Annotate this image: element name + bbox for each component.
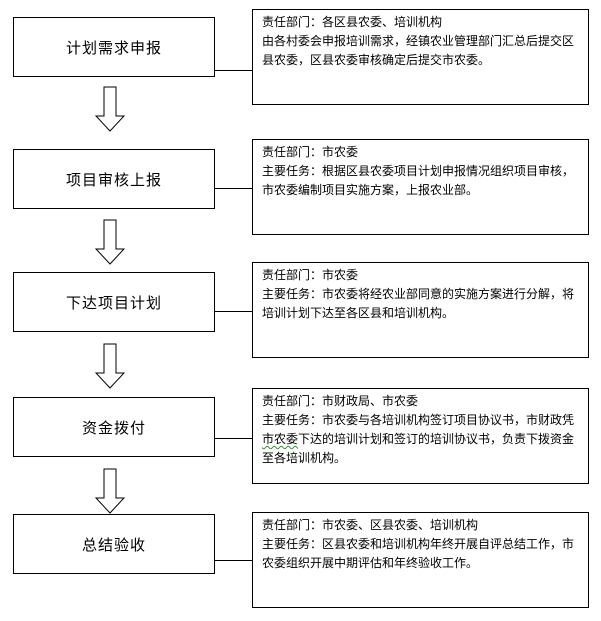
desc-box-summary-acceptance: 责任部门：市农委、区县农委、培训机构 主要任务：区县农委和培训机构年终开展自评总… xyxy=(252,512,589,608)
down-arrow-icon xyxy=(95,468,125,514)
step-box-plan-request: 计划需求申报 xyxy=(13,17,215,77)
step-title: 资金拨付 xyxy=(81,418,146,437)
step-box-issue-plan: 下达项目计划 xyxy=(13,272,215,332)
step-box-project-review: 项目审核上报 xyxy=(13,149,215,209)
connector-line xyxy=(215,188,252,189)
main-task-part: 主要任务：市农委与各培训机构签订项目协议书，市财政凭 xyxy=(262,413,575,427)
down-arrow-icon xyxy=(95,219,125,265)
step-title: 总结验收 xyxy=(81,535,146,554)
main-task: 主要任务：根据区县农委项目计划申报情况组织项目审核，市农委编制项目实施方案，上报… xyxy=(262,164,575,197)
step-title: 计划需求申报 xyxy=(65,38,162,57)
connector-line xyxy=(215,560,252,561)
desc-box-project-review: 责任部门：市农委 主要任务：根据区县农委项目计划申报情况组织项目审核，市农委编制… xyxy=(252,139,589,235)
responsible-dept: 责任部门：市农委、区县农委、培训机构 xyxy=(262,518,479,532)
step-title: 下达项目计划 xyxy=(65,293,162,312)
main-task-part: 下达的培训计划和签订的培训协议书，负责下拨资金至各培训机构。 xyxy=(262,432,575,465)
connector-line xyxy=(215,70,252,71)
connector-line xyxy=(215,311,252,312)
desc-box-issue-plan: 责任部门：市农委 主要任务：市农委将经农业部同意的实施方案进行分解，将培训计划下… xyxy=(252,262,589,358)
down-arrow-icon xyxy=(95,343,125,389)
responsible-dept: 责任部门：市财政局、市农委 xyxy=(262,394,419,408)
main-task: 主要任务：市农委与各培训机构签订项目协议书，市财政凭市农委下达的培训计划和签订的… xyxy=(262,411,583,468)
down-arrow-icon xyxy=(95,86,125,132)
desc-box-fund-allocation: 责任部门：市财政局、市农委 主要任务：市农委与各培训机构签订项目协议书，市财政凭… xyxy=(252,388,589,484)
responsible-dept: 责任部门：各区县农委、培训机构 xyxy=(262,15,443,29)
step-box-fund-allocation: 资金拨付 xyxy=(13,397,215,457)
desc-box-plan-request: 责任部门：各区县农委、培训机构 由各村委会申报培训需求，经镇农业管理部门汇总后提… xyxy=(252,9,589,105)
main-task: 由各村委会申报培训需求，经镇农业管理部门汇总后提交区县农委，区县农委审核确定后提… xyxy=(262,34,575,67)
step-box-summary-acceptance: 总结验收 xyxy=(13,514,215,574)
responsible-dept: 责任部门：市农委 xyxy=(262,268,359,282)
main-task: 主要任务：区县农委和培训机构年终开展自评总结工作，市农委组织开展中期评估和年终验… xyxy=(262,537,575,570)
step-title: 项目审核上报 xyxy=(65,170,162,189)
connector-line xyxy=(215,438,252,439)
responsible-dept: 责任部门：市农委 xyxy=(262,145,359,159)
main-task: 主要任务：市农委将经农业部同意的实施方案进行分解，将培训计划下达至各区县和培训机… xyxy=(262,287,575,320)
spellcheck-marked-text: 市农委 xyxy=(262,432,299,446)
